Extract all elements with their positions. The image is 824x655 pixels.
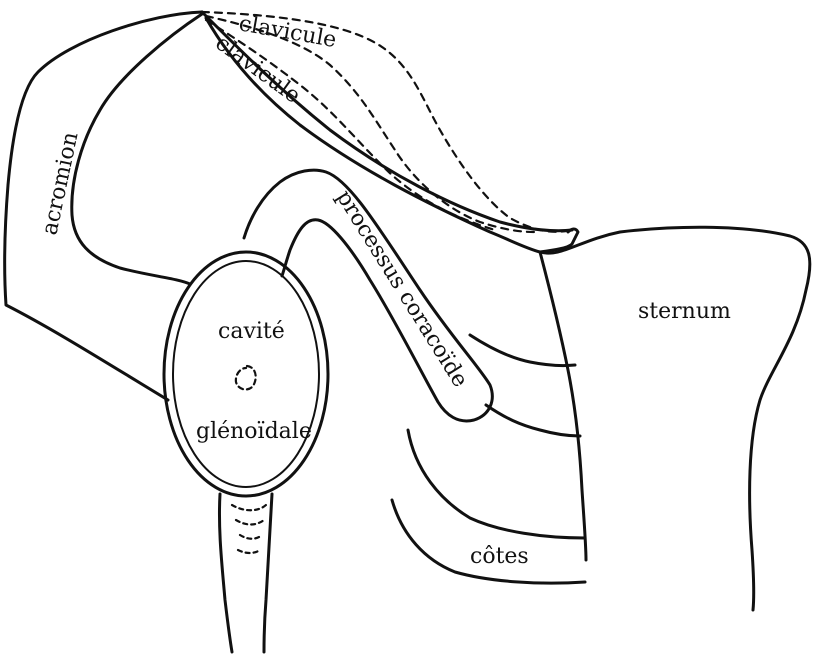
rib-1 <box>470 335 575 366</box>
glenoid-label-line1: cavité <box>218 319 285 344</box>
clavicle-dashed-middle <box>206 16 535 232</box>
coracoid-label: processus coracoïde <box>331 186 473 392</box>
sternum-label: sternum <box>638 299 731 324</box>
scapula-outline <box>5 12 202 400</box>
glenoid-label-line2: glénoïdale <box>196 419 312 444</box>
glenoid-outer <box>164 252 328 496</box>
clavicle-outline-top <box>202 12 572 231</box>
rib-2 <box>486 405 580 436</box>
scapular-neck-hatching <box>232 505 266 553</box>
chest-wall-left <box>540 252 586 560</box>
acromion-label: acromion <box>37 130 83 237</box>
clavicle-label-upper: clavicule <box>237 11 338 53</box>
glenoid-center-mark <box>236 366 256 389</box>
scapular-neck <box>219 494 272 652</box>
sternum-outline <box>540 227 810 610</box>
ribs-label: côtes <box>470 544 529 569</box>
rib-3 <box>408 430 585 538</box>
acromion-inner-edge <box>72 14 202 284</box>
glenoid-inner <box>173 261 319 487</box>
clavicle-dashed-upper <box>202 12 570 232</box>
rib-4 <box>392 500 585 583</box>
